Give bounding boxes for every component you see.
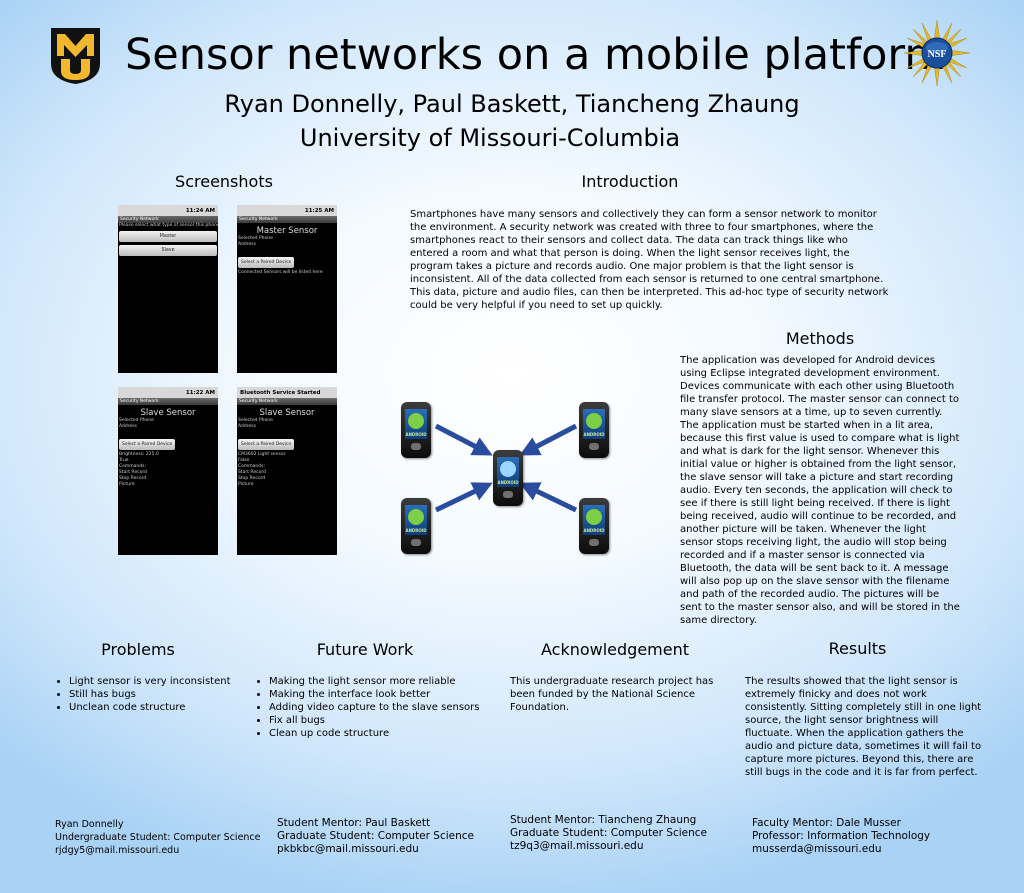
address-label: Address [119, 424, 137, 429]
nsf-logo: NSF [903, 19, 971, 87]
sensor-line: Commands: [119, 464, 146, 469]
list-item: Light sensor is very inconsistent [69, 675, 259, 688]
nsf-logo-text: NSF [928, 49, 947, 60]
slave-button: Slave [119, 245, 217, 256]
select-paired-device-button: Select a Paired Device [238, 257, 295, 268]
list-item: Making the interface look better [269, 688, 509, 701]
introduction-text: Smartphones have many sensors and collec… [410, 209, 889, 311]
sensor-line: Commands: [238, 464, 265, 469]
connected-sensors-text: Connected Sensors will be listed here [238, 270, 323, 275]
bluetooth-notice: Bluetooth Service Started [240, 389, 321, 396]
poster-title: Sensor networks on a mobile platform [125, 30, 947, 80]
contact-email: musserda@missouri.edu [752, 843, 882, 855]
address-label: Address [238, 242, 256, 247]
sensor-line: Start Record [238, 470, 266, 475]
arrow-bottom-right [519, 482, 578, 513]
contact-email: rjdgy5@mail.missouri.edu [55, 845, 180, 856]
master-sensor-header: Master Sensor [256, 226, 318, 236]
app-title-bar: Security Network [237, 398, 337, 405]
arrow-top-left [434, 423, 493, 456]
contact-email: pkbkbc@mail.missouri.edu [277, 843, 419, 855]
status-bar: 11:25 AM [237, 205, 337, 216]
contact-name: Ryan Donnelly [55, 819, 124, 830]
future-work-list: Making the light sensor more reliable Ma… [255, 675, 509, 740]
screenshot-1: 11:24 AM Security Network Please select … [118, 205, 218, 373]
future-work-heading: Future Work [316, 640, 414, 659]
status-bar: 11:24 AM [118, 205, 218, 216]
authors: Ryan Donnelly, Paul Baskett, Tiancheng Z… [224, 90, 800, 118]
app-title-bar: Security Network [118, 216, 218, 223]
slave-sensor-header: Slave Sensor [140, 408, 196, 418]
problems-list: Light sensor is very inconsistent Still … [55, 675, 259, 714]
slave-phone-icon: ANDROID [579, 498, 609, 554]
screenshots-heading: Screenshots [175, 172, 273, 191]
sensor-line: Picture [119, 482, 135, 487]
contact-ryan-donnelly: Ryan Donnelly Undergraduate Student: Com… [55, 818, 265, 857]
list-item: Unclean code structure [69, 701, 259, 714]
address-label: Address [238, 424, 256, 429]
status-bar: Bluetooth Service Started [237, 387, 337, 398]
list-item: Clean up code structure [269, 727, 509, 740]
methods-heading: Methods [785, 329, 855, 348]
contact-email: tz9q3@mail.missouri.edu [510, 840, 644, 852]
status-bar: 11:22 AM [118, 387, 218, 398]
contact-role: Undergraduate Student: Computer Science [55, 832, 261, 843]
sensor-line: Picture [238, 482, 254, 487]
sensor-line: CM3602 Light sensor [238, 452, 286, 457]
results-heading: Results [828, 639, 887, 658]
network-arrows [434, 423, 578, 513]
screenshot-3: 11:22 AM Security Network Slave Sensor S… [118, 387, 218, 555]
screenshot-4: Bluetooth Service Started Security Netwo… [237, 387, 337, 555]
university: University of Missouri-Columbia [299, 124, 681, 152]
app-title-bar: Security Network [118, 398, 218, 405]
sensor-line: False [238, 458, 250, 463]
slave-phone-icon: ANDROID [401, 402, 431, 458]
contact-role: Graduate Student: Computer Science [510, 827, 708, 839]
acknowledgement-text: This undergraduate research project has … [510, 676, 714, 713]
slave-phone-icon: ANDROID [579, 402, 609, 458]
methods-text: The application was developed for Androi… [680, 355, 960, 626]
master-phone-icon: ANDROID [493, 450, 523, 506]
clock: 11:25 AM [304, 207, 334, 214]
list-item: Adding video capture to the slave sensor… [269, 701, 509, 714]
prompt-text: Please select what type of sensor this p… [119, 223, 218, 228]
list-item: Still has bugs [69, 688, 259, 701]
contact-paul-baskett: Student Mentor: Paul Baskett Graduate St… [277, 817, 487, 856]
master-button: Master [119, 231, 217, 242]
introduction-heading: Introduction [581, 172, 679, 191]
clock: 11:24 AM [185, 207, 215, 214]
contact-name: Student Mentor: Tiancheng Zhaung [510, 814, 697, 826]
app-title-bar: Security Network [237, 216, 337, 223]
contact-tiancheng-zhaung: Student Mentor: Tiancheng Zhaung Graduat… [510, 814, 720, 853]
sensor-line: Brightness: 225.0 [119, 452, 159, 457]
sensor-line: Stop Record [119, 476, 147, 481]
mu-logo: MU [48, 26, 100, 84]
selected-phone-label: Selected Phone [119, 418, 154, 423]
mu-logo-text: MU [48, 26, 50, 27]
list-item: Making the light sensor more reliable [269, 675, 509, 688]
sensor-line: Start Record [119, 470, 147, 475]
results-text: The results showed that the light sensor… [745, 676, 982, 778]
arrow-bottom-left [434, 482, 493, 513]
sensor-line: True [119, 458, 129, 463]
select-paired-device-button: Select a Paired Device [119, 439, 176, 450]
clock: 11:22 AM [185, 389, 215, 396]
problems-heading: Problems [101, 640, 175, 659]
selected-phone-label: Selected Phone [238, 236, 273, 241]
slave-phone-icon: ANDROID [401, 498, 431, 554]
slave-sensor-header: Slave Sensor [259, 408, 315, 418]
sensor-line: Stop Record [238, 476, 266, 481]
list-item: Fix all bugs [269, 714, 509, 727]
contact-name: Student Mentor: Paul Baskett [277, 817, 431, 829]
arrow-top-right [519, 423, 578, 456]
contact-role: Professor: Information Technology [752, 830, 931, 842]
contact-role: Graduate Student: Computer Science [277, 830, 475, 842]
acknowledgement-heading: Acknowledgement [540, 640, 690, 659]
select-paired-device-button: Select a Paired Device [238, 439, 295, 450]
selected-phone-label: Selected Phone [238, 418, 273, 423]
contact-name: Faculty Mentor: Dale Musser [752, 817, 901, 829]
contact-dale-musser: Faculty Mentor: Dale Musser Professor: I… [752, 817, 972, 856]
screenshot-2: 11:25 AM Security Network Master Sensor … [237, 205, 337, 373]
